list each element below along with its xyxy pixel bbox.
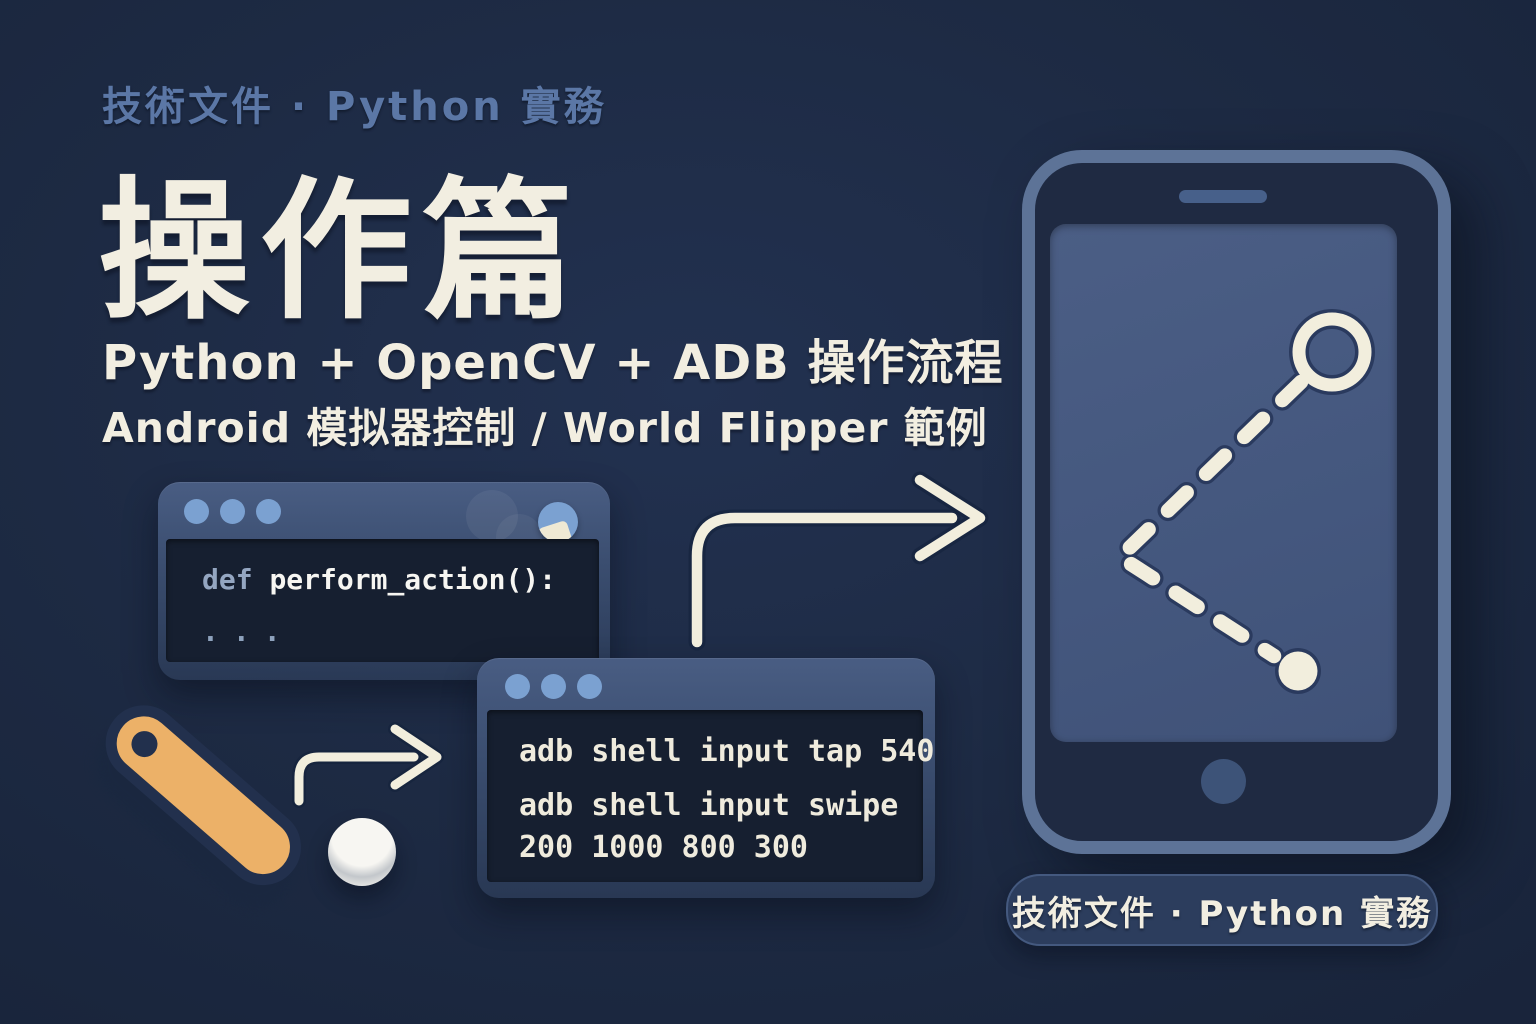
- subtitle-line-1: Python + OpenCV + ADB 操作流程: [102, 335, 1004, 391]
- page-title: 操作篇: [98, 163, 584, 340]
- pinball-flipper-group: [79, 689, 422, 930]
- swipe-end-dot: [1278, 651, 1318, 691]
- code-ellipsis: ...: [202, 615, 295, 648]
- subtitle-line-2: Android 模拟器控制 / World Flipper 範例: [102, 404, 988, 452]
- code-function: perform_action():: [269, 563, 557, 596]
- window-controls: [505, 674, 602, 699]
- footer-badge-label: 技術文件 · Python 實務: [1011, 893, 1433, 934]
- phone-screen: [1050, 224, 1397, 742]
- code-keyword: def: [202, 563, 270, 596]
- terminal-line: 200 1000 800 300: [519, 830, 808, 865]
- swipe-dashed-line: [1112, 374, 1309, 664]
- terminal-line: adb shell input tap 540: [519, 734, 935, 769]
- window-dot-icon: [256, 499, 281, 524]
- adb-terminal-window: adb shell input tap 540 adb shell input …: [477, 658, 935, 898]
- window-dot-icon: [220, 499, 245, 524]
- kicker-text: 技術文件 · Python 實務: [102, 84, 607, 130]
- decorative-blob: [466, 490, 518, 542]
- phone-speaker: [1179, 190, 1267, 203]
- pinball-ball: [328, 818, 396, 886]
- swipe-start-ring: [1292, 312, 1372, 392]
- phone-illustration: [1022, 150, 1451, 854]
- terminal-area: adb shell input tap 540 adb shell input …: [487, 710, 934, 882]
- phone-home-button: [1201, 759, 1246, 804]
- swipe-gesture-path: [1109, 309, 1375, 694]
- code-editor-area: def perform_action(): ...: [166, 539, 599, 662]
- terminal-line: adb shell input swipe: [519, 788, 899, 823]
- code-line: def perform_action():: [202, 563, 556, 596]
- window-dot-icon: [184, 499, 209, 524]
- window-dot-icon: [541, 674, 566, 699]
- window-dot-icon: [505, 674, 530, 699]
- flipper-pivot-hole: [126, 725, 163, 763]
- window-dot-icon: [577, 674, 602, 699]
- window-controls: [184, 499, 281, 524]
- footer-badge: 技術文件 · Python 實務: [1006, 874, 1438, 946]
- pie-sticker-icon: [538, 502, 578, 542]
- python-code-window: def perform_action(): ...: [158, 482, 610, 680]
